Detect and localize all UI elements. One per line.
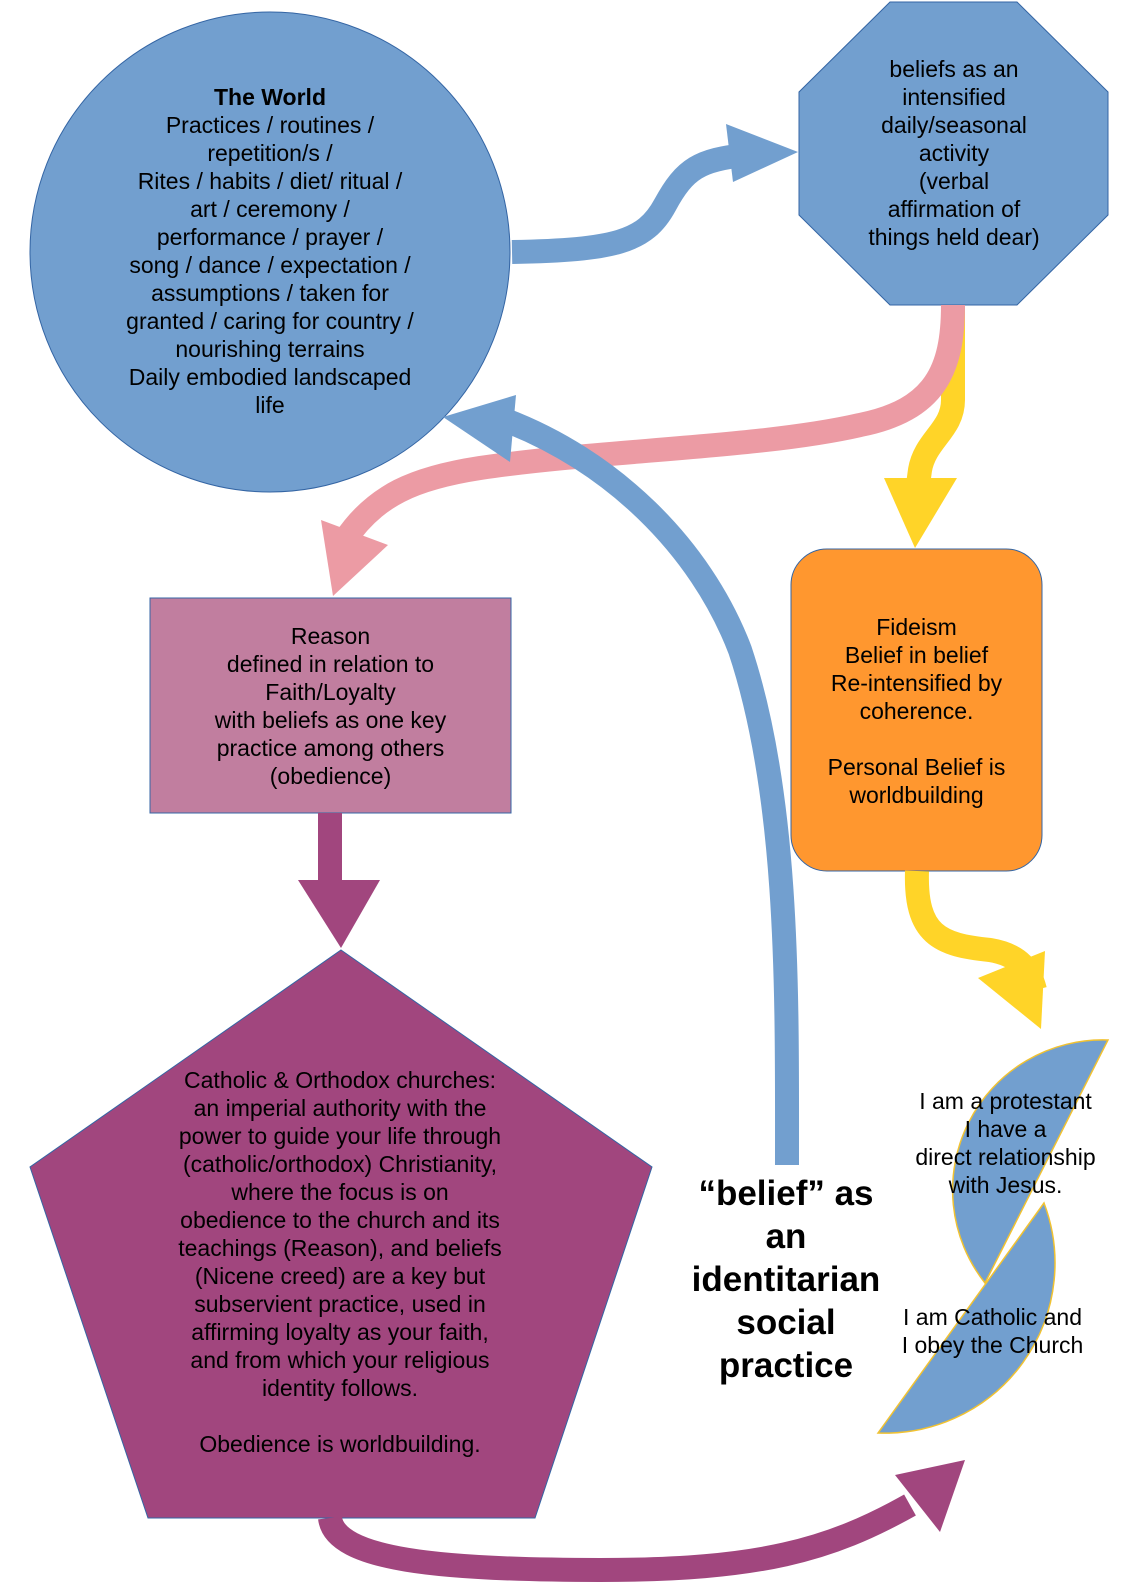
fideism-line: Personal Belief is [827,754,1006,780]
world-circle [29,11,511,493]
catholic-text: I am Catholic and I obey the Church [880,1303,1105,1359]
world-line: granted / caring for country / [126,308,414,334]
fideism-line: Belief in belief [844,642,989,668]
world-line: Rites / habits / diet/ ritual / [137,168,403,194]
churches-line: (catholic/orthodox) Christianity, [182,1151,498,1177]
reason-line: with beliefs as one key [214,707,447,733]
fideism-line: worldbuilding [849,782,984,808]
world-line: assumptions / taken for [151,280,389,306]
churches-line: (Nicene creed) are a key but [194,1263,486,1289]
side-label-line: “belief” as [698,1174,874,1213]
beliefs-line: intensified [902,84,1006,110]
churches-line: Catholic & Orthodox churches: [184,1067,496,1093]
side-label-line: identitarian [691,1260,881,1299]
catholic-semicircle [876,1201,1056,1434]
world-line: nourishing terrains [175,336,365,362]
arrow-beliefs-to-reason [321,304,965,596]
world-line: repetition/s / [207,140,333,166]
churches-line: and from which your religious [190,1347,490,1373]
reason-line: defined in relation to [226,651,435,677]
arrow-world-to-beliefs [511,124,798,264]
arrow-fideism-to-protestant [904,870,1047,1029]
world-line: Daily embodied landscaped [128,364,412,390]
churches-line: Obedience is worldbuilding. [199,1431,481,1457]
protestant-semicircle [951,1039,1110,1285]
beliefs-line: affirmation of [887,196,1021,222]
arrow-reason-to-churches [298,813,380,948]
protestant-line: with Jesus. [948,1172,1063,1198]
protestant-line: I am a protestant [919,1088,1092,1114]
world-line: life [255,392,285,418]
churches-line: subservient practice, used in [194,1291,486,1317]
world-line: performance / prayer / [156,224,384,250]
beliefs-line: things held dear) [868,224,1040,250]
fideism-line [791,725,1042,753]
side-label-line: an [765,1217,807,1256]
churches-line [120,1402,560,1430]
side-label: “belief” as an identitarian social pract… [668,1172,904,1387]
churches-line: affirming loyalty as your faith, [191,1319,489,1345]
beliefs-line: activity [918,140,990,166]
fideism-line: coherence. [859,698,974,724]
churches-line: where the focus is on [231,1179,449,1205]
reason-text: Reason defined in relation to Faith/Loya… [150,622,511,790]
catholic-line: I am Catholic and [903,1304,1082,1330]
churches-line: obedience to the church and its [180,1207,500,1233]
beliefs-text: beliefs as an intensified daily/seasonal… [804,55,1104,251]
fideism-text: Fideism Belief in belief Re-intensified … [791,613,1042,809]
side-label-line: practice [718,1346,854,1385]
churches-line: identity follows. [262,1375,418,1401]
side-label-line: social [736,1303,836,1342]
reason-box [149,597,512,814]
reason-line: practice among others [216,735,445,761]
protestant-text: I am a protestant I have a direct relati… [893,1087,1118,1199]
churches-line: power to guide your life through [178,1123,502,1149]
reason-line: Reason [290,623,371,649]
world-line: art / ceremony / [190,196,350,222]
fideism-line: Re-intensified by [830,670,1003,696]
arrow-beliefs-to-fideism [884,305,965,548]
reason-line: Faith/Loyalty [265,679,396,705]
world-line: song / dance / expectation / [129,252,411,278]
beliefs-line: (verbal [918,168,990,194]
beliefs-line: daily/seasonal [881,112,1027,138]
protestant-line: I have a [964,1116,1047,1142]
churches-line: an imperial authority with the [193,1095,487,1121]
beliefs-line: beliefs as an [889,56,1019,82]
arrow-churches-to-catholic [318,1460,965,1583]
arrow-practice-to-world [443,395,800,1166]
churches-line: teachings (Reason), and beliefs [178,1235,502,1261]
fideism-line: Fideism [876,614,957,640]
churches-text: Catholic & Orthodox churches: an imperia… [120,1066,560,1458]
catholic-line: I obey the Church [901,1332,1084,1358]
beliefs-octagon [798,1,1109,306]
world-line: Practices / routines / [165,112,375,138]
world-text: The World Practices / routines / repetit… [70,83,470,419]
protestant-line: direct relationship [915,1144,1096,1170]
reason-line: (obedience) [269,763,392,789]
world-title: The World [213,84,326,110]
